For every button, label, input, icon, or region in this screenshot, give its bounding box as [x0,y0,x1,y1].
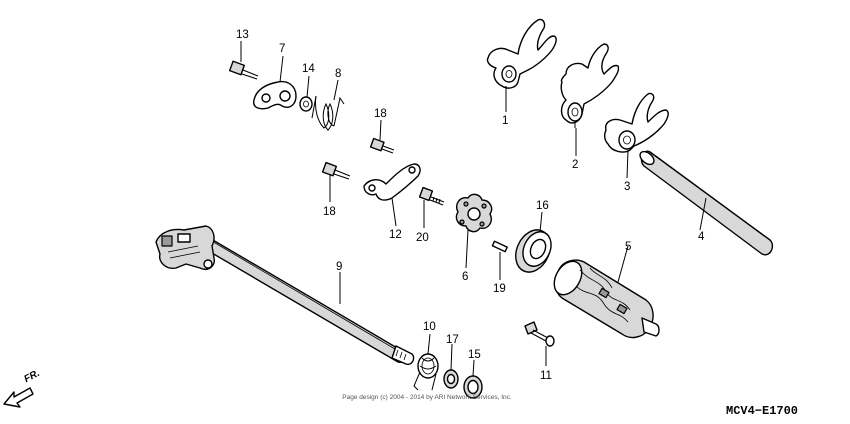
callout-labels: 13 7 14 8 18 18 12 20 6 19 16 5 4 3 2 1 … [236,29,705,382]
diagram-code: MCV4−E1700 [726,404,799,418]
callout-4: 4 [698,231,705,243]
part-18-bolt-lower [321,161,351,180]
callout-20: 20 [416,232,429,244]
callout-6: 6 [462,271,468,283]
callout-7: 7 [279,43,285,55]
front-arrow [3,387,34,408]
part-10-return-spring [413,353,439,391]
part-11-bolt [524,321,555,347]
part-7-plate [253,80,297,110]
leader-lines [240,41,707,377]
part-3-shift-fork [603,92,669,153]
callout-3: 3 [624,181,630,193]
callout-13: 13 [236,29,249,41]
part-18-bolt-upper [369,137,395,154]
callout-18-lower: 18 [323,206,336,218]
part-2-shift-fork [560,43,620,128]
copyright-notice: Page design (c) 2004 - 2014 by ARI Netwo… [342,394,512,401]
part-1-shift-fork [486,18,557,94]
part-6-cam-plate [455,193,493,233]
part-17-collar [443,369,459,389]
callout-5: 5 [625,241,631,253]
part-9-gearshift-spindle [155,225,415,366]
part-12-bracket [363,163,421,201]
callout-1: 1 [502,115,508,127]
callout-9: 9 [336,261,342,273]
part-8-spring [311,95,345,131]
part-14-washer [299,96,313,112]
callout-18-upper: 18 [374,108,387,120]
part-19-pin [491,240,508,253]
callout-16: 16 [536,200,549,212]
part-13-bolt [228,60,259,80]
callout-8: 8 [335,68,341,80]
callout-2: 2 [572,159,578,171]
callout-14: 14 [302,63,315,75]
part-20-bolt [418,186,445,206]
callout-15: 15 [468,349,481,361]
part-4-fork-shaft [639,150,774,256]
part-16-bearing [515,229,552,273]
part-5-shift-drum [553,259,660,339]
callout-17: 17 [446,334,459,346]
callout-12: 12 [389,229,402,241]
callout-11: 11 [540,370,552,382]
callout-10: 10 [423,321,436,333]
callout-19: 19 [493,283,506,295]
